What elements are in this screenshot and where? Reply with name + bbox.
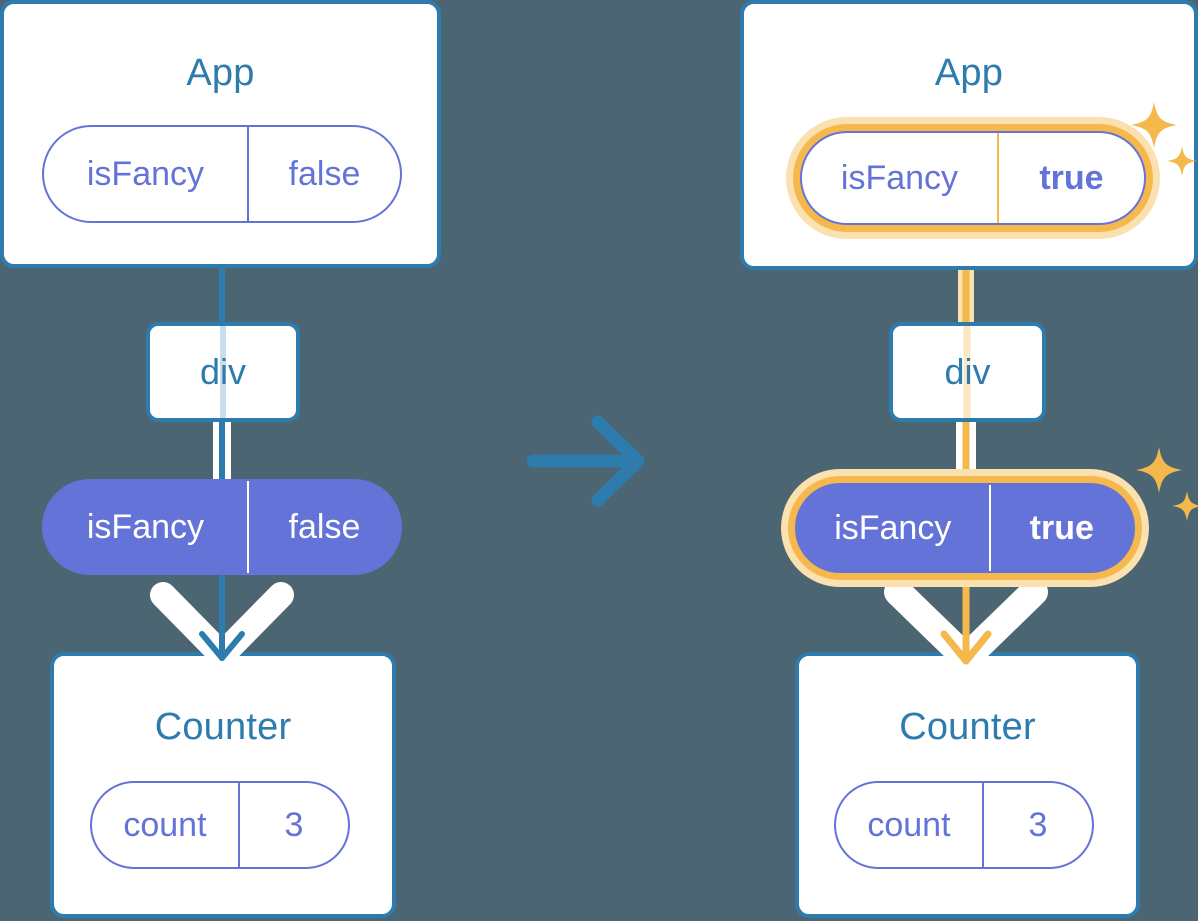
right-prop-pill: isFancy true	[795, 483, 1135, 573]
left-prop-pill-value: false	[246, 481, 400, 573]
right-app-state-value: true	[996, 133, 1144, 223]
left-div-inner-line-svg	[220, 326, 226, 418]
right-arrow-icon	[526, 415, 645, 507]
left-arrow-blue	[199, 557, 245, 661]
left-app-state-value: false	[246, 127, 400, 221]
right-app-state-pill: isFancy true	[800, 131, 1146, 225]
right-counter-state-key: count	[867, 805, 951, 844]
right-prop-pill-value: true	[988, 485, 1133, 571]
left-div-label: div	[199, 351, 247, 392]
right-counter-title: Counter	[899, 706, 1036, 748]
left-counter-state-value: 3	[237, 783, 348, 867]
left-prop-pill-key: isFancy	[86, 507, 205, 546]
left-counter-state-key: count	[123, 805, 207, 844]
left-app-state-pill: isFancy false	[42, 125, 402, 223]
left-counter-state-pill: count 3	[90, 781, 350, 869]
left-app-title: App	[186, 52, 255, 94]
right-div-box: div	[889, 322, 1046, 422]
right-counter-state-pill: count 3	[834, 781, 1094, 869]
right-div-inner-line-svg	[963, 326, 971, 418]
right-counter-state-value: 3	[981, 783, 1092, 867]
right-app-title: App	[934, 52, 1004, 94]
left-prop-pill: isFancy false	[42, 479, 402, 575]
right-div-label: div	[944, 351, 991, 392]
right-arrow-orange	[940, 556, 992, 665]
left-app-state-key: isFancy	[86, 154, 205, 193]
right-prop-pill-key: isFancy	[834, 508, 952, 547]
right-app-state-key: isFancy	[840, 158, 959, 197]
left-div-box: div	[146, 322, 300, 422]
left-counter-title: Counter	[154, 706, 292, 748]
